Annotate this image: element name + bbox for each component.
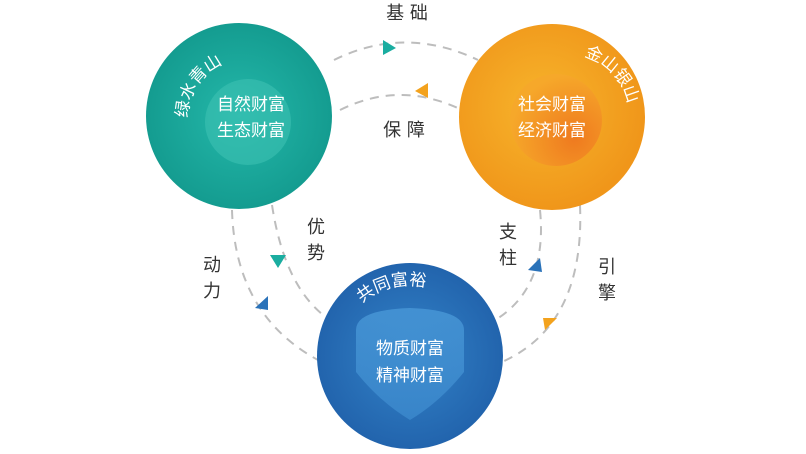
circle-green-line1: 自然财富 bbox=[217, 95, 285, 115]
label-pillar-1: 支 bbox=[499, 222, 517, 243]
connector-arcs bbox=[231, 41, 582, 363]
label-pillar-2: 柱 bbox=[499, 248, 517, 269]
arrow-right-inner-icon bbox=[528, 258, 542, 272]
label-advantage-2: 势 bbox=[307, 243, 325, 264]
label-power-2: 力 bbox=[203, 281, 221, 302]
arc-left-outer bbox=[231, 209, 319, 361]
arrow-right-outer-icon bbox=[543, 318, 557, 330]
arc-top-upper bbox=[333, 41, 479, 61]
label-engine-1: 引 bbox=[598, 257, 616, 278]
label-power-1: 动 bbox=[203, 255, 221, 276]
circle-gold-inner bbox=[510, 74, 602, 166]
arc-left-inner bbox=[271, 204, 331, 321]
arrow-left-outer-icon bbox=[255, 296, 268, 310]
arc-right-outer bbox=[501, 204, 582, 363]
circle-gold-line2: 经济财富 bbox=[518, 121, 586, 141]
arc-right-inner bbox=[491, 209, 542, 323]
circle-blue-line2: 精神财富 bbox=[376, 366, 444, 386]
label-advantage-1: 优 bbox=[307, 217, 325, 238]
arrow-top-lower-icon bbox=[415, 83, 428, 98]
arc-top-lower bbox=[339, 94, 463, 111]
circle-green-inner bbox=[205, 79, 291, 165]
circle-gold-mountains: 金山银山 社会财富 经济财富 bbox=[459, 24, 645, 210]
label-guarantee: 保 障 bbox=[383, 120, 425, 141]
arrow-left-inner-icon bbox=[270, 255, 286, 268]
label-foundation: 基 础 bbox=[386, 3, 428, 24]
label-engine-2: 擎 bbox=[598, 283, 616, 304]
arrow-heads bbox=[255, 40, 557, 330]
circle-blue-inner-shield bbox=[356, 308, 464, 420]
circle-blue-line1: 物质财富 bbox=[376, 339, 444, 359]
circle-green-mountains: 绿水青山 自然财富 生态财富 bbox=[146, 23, 332, 209]
circle-common-prosperity: 共同富裕 物质财富 精神财富 bbox=[317, 263, 503, 449]
arrow-top-upper-icon bbox=[383, 40, 396, 55]
circle-gold-line1: 社会财富 bbox=[518, 95, 586, 115]
circle-green-line2: 生态财富 bbox=[217, 121, 285, 141]
